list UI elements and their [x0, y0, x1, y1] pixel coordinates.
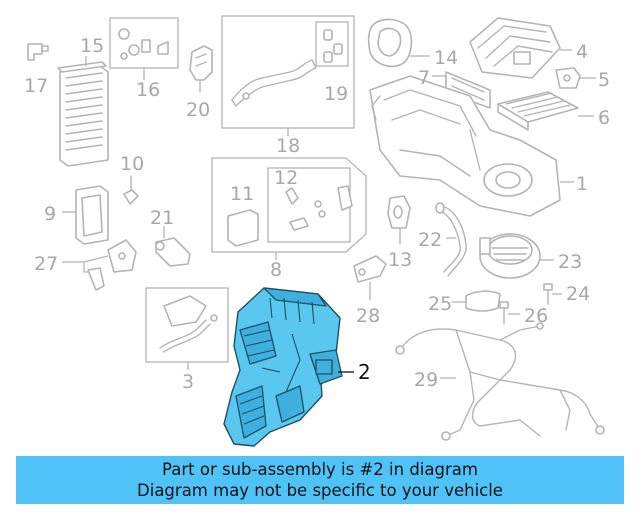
callout-27: 27	[34, 253, 58, 275]
part-3-box	[145, 287, 229, 363]
part-18-pipes[interactable]	[231, 59, 317, 107]
part-4-duct[interactable]	[469, 17, 561, 79]
callout-20: 20	[186, 99, 210, 121]
part-7[interactable]	[445, 71, 491, 109]
part-19-orings[interactable]	[323, 29, 343, 63]
part-8-box	[211, 157, 367, 253]
part-2-highlighted-housing[interactable]	[223, 287, 343, 447]
callout-12: 12	[274, 167, 298, 189]
callout-21: 21	[150, 207, 174, 229]
part-10-bolt[interactable]	[123, 175, 139, 205]
callout-4: 4	[576, 41, 588, 63]
part-28[interactable]	[353, 255, 387, 283]
callout-6: 6	[598, 107, 610, 129]
part-11-module[interactable]	[227, 209, 259, 247]
part-12-sensors[interactable]	[285, 185, 353, 231]
part-23-blower[interactable]	[479, 233, 541, 279]
callout-25: 25	[428, 293, 452, 315]
callout-5: 5	[598, 69, 610, 91]
callout-9: 9	[44, 203, 56, 225]
banner-line-2: Diagram may not be specific to your vehi…	[137, 481, 503, 500]
info-banner: Part or sub-assembly is #2 in diagram Di…	[16, 456, 624, 504]
callout-14: 14	[434, 47, 458, 69]
callout-17: 17	[24, 75, 48, 97]
callout-28: 28	[356, 305, 380, 327]
callout-26: 26	[524, 305, 548, 327]
part-21[interactable]	[155, 237, 191, 267]
callout-18: 18	[276, 135, 300, 157]
callout-11: 11	[230, 183, 254, 205]
part-9[interactable]	[75, 185, 109, 245]
part-5[interactable]	[555, 67, 581, 89]
callout-16: 16	[136, 79, 160, 101]
part-6-cabin-filter[interactable]	[497, 91, 579, 131]
part-3-linkage[interactable]	[159, 295, 218, 353]
callout-8: 8	[270, 259, 282, 281]
part-13[interactable]	[387, 195, 411, 229]
callout-7: 7	[418, 67, 430, 89]
part-24[interactable]	[543, 283, 553, 305]
callout-2-highlighted: 2	[358, 360, 371, 384]
part-14-seal[interactable]	[367, 18, 413, 68]
part-15-evaporator[interactable]	[57, 61, 109, 167]
callout-1: 1	[576, 173, 588, 195]
part-1-hvac-housing[interactable]	[369, 75, 561, 217]
part-29-harness[interactable]	[395, 322, 605, 441]
part-27[interactable]	[87, 239, 137, 291]
callout-10: 10	[120, 153, 144, 175]
part-20[interactable]	[189, 45, 213, 81]
part-26[interactable]	[499, 301, 509, 325]
part-17[interactable]	[27, 43, 49, 61]
callout-19: 19	[324, 83, 348, 105]
banner-line-1: Part or sub-assembly is #2 in diagram	[162, 460, 478, 479]
callout-24: 24	[566, 283, 590, 305]
exploded-parts-diagram: 15 17 16 20 18 19 14 4 7 5 6 1 10 9 21 2…	[24, 15, 610, 447]
part-16-fittings[interactable]	[118, 28, 169, 60]
part-25[interactable]	[465, 290, 501, 312]
callout-3: 3	[182, 371, 194, 393]
callout-22: 22	[418, 229, 442, 251]
part-19-box	[315, 21, 349, 67]
callout-15: 15	[80, 35, 104, 57]
callout-13: 13	[388, 249, 412, 271]
callout-labels: 15 17 16 20 18 19 14 4 7 5 6 1 10 9 21 2…	[24, 35, 610, 393]
callout-29: 29	[414, 369, 438, 391]
part-22-hose[interactable]	[435, 202, 467, 277]
callout-23: 23	[558, 251, 582, 273]
